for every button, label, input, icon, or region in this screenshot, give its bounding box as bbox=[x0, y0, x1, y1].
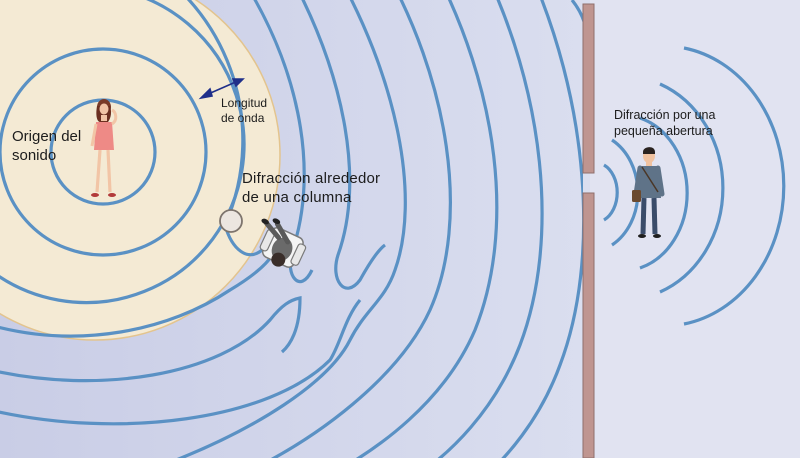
sound-origin-label: Origen del sonido bbox=[12, 128, 82, 164]
aperture-wavefront bbox=[683, 46, 786, 326]
wavelength-arrow bbox=[198, 78, 245, 100]
column-diffraction-label: Difracción alrededor de una columna bbox=[242, 170, 381, 206]
man-figure-icon bbox=[632, 147, 665, 238]
aperture-wavefront bbox=[603, 163, 619, 222]
wavefront-ring bbox=[0, 296, 302, 383]
wavefront-ring bbox=[253, 0, 314, 284]
wavefront-ring bbox=[355, 0, 499, 458]
wavefront-ring bbox=[0, 249, 277, 338]
aperture-wavefront bbox=[639, 116, 689, 270]
wavelength-label: Longitud de onda bbox=[221, 96, 268, 125]
wavefront-ring bbox=[270, 0, 452, 458]
wavefronts-left bbox=[0, 0, 583, 458]
column-icon bbox=[219, 209, 243, 233]
wavefront-ring bbox=[0, 47, 208, 257]
woman-figure-icon bbox=[90, 99, 118, 197]
wavefront-ring bbox=[437, 0, 544, 458]
wall-lower-segment bbox=[582, 192, 595, 458]
wavefront-ring bbox=[0, 298, 362, 426]
wall-upper-segment bbox=[582, 3, 595, 174]
wavefront-ring bbox=[301, 0, 386, 290]
right-room-background bbox=[590, 0, 800, 458]
sound-source-zone bbox=[0, 0, 281, 341]
wavefront-ring bbox=[501, 0, 583, 458]
aperture-diffraction-label: Difracción por una pequeña abertura bbox=[614, 108, 716, 138]
wavefront-ring bbox=[570, 0, 583, 24]
wavefronts-right bbox=[603, 46, 786, 326]
wavefront-ring bbox=[176, 0, 407, 458]
seated-person-icon bbox=[259, 218, 307, 268]
wavefront-ring bbox=[186, 0, 270, 257]
aperture-wavefront bbox=[659, 82, 725, 294]
